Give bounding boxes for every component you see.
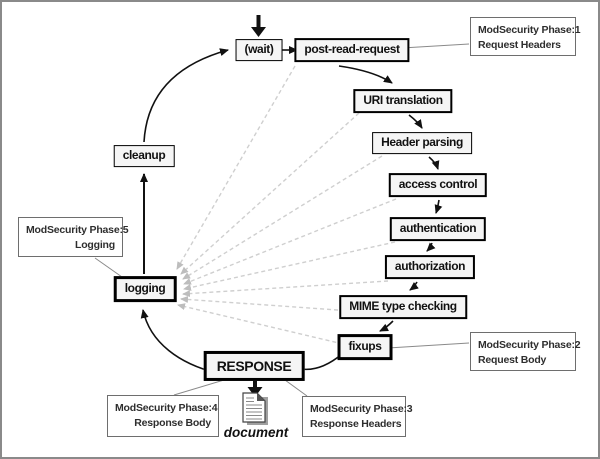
annotation-phase2-line1: ModSecurity Phase:2 [478, 339, 581, 351]
node-post-read-request: post-read-request [294, 38, 410, 62]
annotation-phase4-line2: Response Body [134, 416, 211, 429]
node-mime-type-checking: MIME type checking [339, 295, 467, 319]
node-authentication: authentication [389, 217, 487, 241]
response-down-arrow-icon [247, 380, 263, 397]
connector-phase3 [284, 379, 308, 397]
arrow-authorization-to-mime [409, 281, 419, 291]
annotation-phase3-line2: Response Headers [310, 417, 402, 430]
dashed-link-fixups [177, 303, 344, 345]
arrow-cleanup-to-wait [143, 48, 229, 143]
dashed-link-access-control [183, 198, 397, 285]
annotation-phase3-line1: ModSecurity Phase:3 [310, 403, 413, 415]
node-cleanup: cleanup [113, 145, 175, 167]
arrow-authentication-to-authorization [426, 242, 436, 252]
document-icon [242, 392, 268, 425]
arrow-mime-to-fixups [379, 320, 394, 332]
annotation-phase5: ModSecurity Phase:5 Logging [18, 217, 129, 257]
node-authorization: authorization [384, 255, 476, 279]
connector-phase4 [173, 379, 225, 396]
annotation-phase1-line2: Request Headers [478, 38, 561, 51]
annotation-phase3: ModSecurity Phase:3 Response Headers [302, 396, 413, 437]
arrow-headerparsing-to-accesscontrol [428, 156, 440, 170]
dashed-link-header-parsing [182, 155, 383, 280]
arrow-uri-to-headerparsing [408, 114, 423, 129]
dashed-link-authentication [183, 241, 396, 291]
dashed-link-authorization [182, 280, 389, 298]
annotation-phase4: ModSecurity Phase:4 Response Body [107, 395, 219, 437]
node-response: RESPONSE [203, 350, 305, 382]
node-fixups: fixups [337, 334, 393, 360]
arrow-postread-to-uri [338, 65, 393, 84]
annotation-phase4-line1: ModSecurity Phase:4 [115, 402, 218, 414]
annotation-phase1-line1: ModSecurity Phase:1 [478, 24, 581, 36]
annotation-phase2-line2: Request Body [478, 353, 547, 366]
dashed-link-mime-type-checking [180, 295, 353, 312]
node-logging: logging [113, 276, 177, 302]
annotation-phase1: ModSecurity Phase:1 Request Headers [470, 17, 581, 56]
entry-down-arrow-icon [251, 15, 266, 37]
node-wait: (wait) [235, 39, 283, 61]
annotation-phase5-line1: ModSecurity Phase:5 [26, 224, 129, 236]
connector-phase5 [94, 257, 123, 278]
document-label: document [223, 425, 289, 440]
annotation-phase2: ModSecurity Phase:2 Request Body [470, 332, 581, 371]
dashed-logging-links [176, 65, 397, 345]
annotation-phase5-line2: Logging [74, 238, 115, 251]
dashed-link-post-read-request [176, 65, 296, 270]
node-uri-translation: URI translation [353, 89, 453, 113]
dashed-link-uri-translation [180, 112, 360, 275]
node-access-control: access control [388, 173, 488, 197]
connector-phase2 [387, 342, 470, 349]
flow-arrows [140, 46, 443, 374]
arrow-accesscontrol-to-authentication [434, 199, 443, 214]
node-header-parsing: Header parsing [372, 132, 472, 154]
